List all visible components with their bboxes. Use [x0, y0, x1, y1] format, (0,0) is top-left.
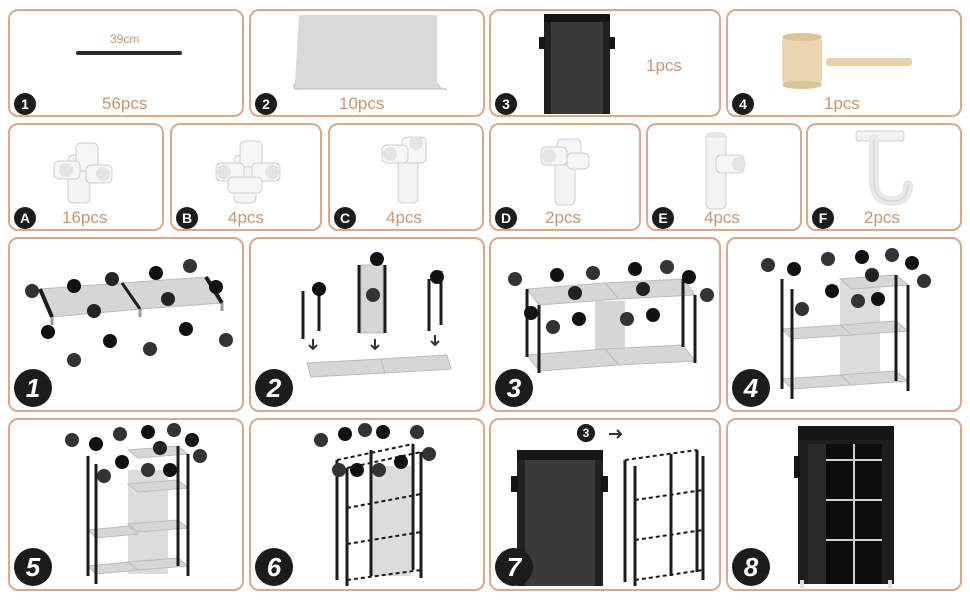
connector-panel-E: E 4pcs [646, 123, 802, 231]
connector-panel-A: A 16pcs [8, 123, 164, 231]
part-qty: 1pcs [824, 94, 860, 113]
step-number-badge: 8 [732, 548, 770, 586]
connector-qty: 4pcs [228, 208, 264, 227]
connector-panel-F: F 2pcs [806, 123, 962, 231]
step4-illustration [761, 248, 931, 399]
connector-qty: 16pcs [62, 208, 108, 227]
connector-qty: 4pcs [704, 208, 740, 227]
step-panel-7: 3 7 [489, 418, 721, 591]
step-panel-4: 4 [726, 237, 962, 412]
connector-a-image [53, 142, 113, 204]
step-panel-5: 5 [8, 418, 244, 591]
connector-badge: F [812, 207, 834, 229]
step-number-badge: 2 [255, 369, 293, 407]
connector-e-image [705, 132, 746, 210]
step-panel-2: 2 [249, 237, 485, 412]
step-number-badge: 7 [495, 548, 533, 586]
connector-panel-B: B 4pcs [170, 123, 322, 231]
part-badge: 4 [732, 93, 754, 115]
step-number-badge: 1 [14, 369, 52, 407]
step6-illustration [314, 423, 436, 586]
step7-part-badge: 3 [577, 424, 595, 442]
step-number-badge: 5 [14, 548, 52, 586]
step8-illustration [794, 426, 894, 588]
connector-badge: A [14, 207, 36, 229]
step7-illustration [511, 429, 705, 586]
connector-panel-D: D 2pcs [489, 123, 641, 231]
step-panel-1: 1 [8, 237, 244, 412]
part-badge: 2 [255, 93, 277, 115]
hook-image [855, 130, 913, 207]
step1-illustration [25, 259, 233, 367]
part-panel-3: 3 1pcs [489, 9, 721, 117]
step5-illustration [65, 423, 207, 584]
rod-image [76, 51, 182, 55]
cover-image [539, 14, 615, 114]
part-qty: 10pcs [339, 94, 385, 113]
part-badge: 1 [14, 93, 36, 115]
connector-badge: B [176, 207, 198, 229]
connector-badge: D [495, 207, 517, 229]
connector-qty: 2pcs [545, 208, 581, 227]
step-panel-3: 3 [489, 237, 721, 412]
connector-badge: C [334, 207, 356, 229]
connector-qty: 4pcs [386, 208, 422, 227]
step-number-badge: 4 [732, 369, 770, 407]
mallet-image [782, 33, 912, 89]
step-panel-8: 8 [726, 418, 962, 591]
step-panel-6: 6 [249, 418, 485, 591]
step-number-badge: 6 [255, 548, 293, 586]
part-qty: 56pcs [102, 94, 148, 113]
part-badge: 3 [495, 93, 517, 115]
part-panel-4: 4 1pcs [726, 9, 962, 117]
step2-illustration [301, 252, 452, 378]
step-number-badge: 3 [495, 369, 533, 407]
connector-panel-C: C 4pcs [328, 123, 484, 231]
connector-c-image [381, 136, 427, 204]
connector-badge: E [652, 207, 674, 229]
shelf-panel-image [293, 15, 448, 90]
part-qty: 1pcs [646, 56, 682, 75]
step3-illustration [508, 260, 714, 373]
part-panel-2: 2 10pcs [249, 9, 485, 117]
connector-b-image [215, 140, 281, 204]
connector-qty: 2pcs [864, 208, 900, 227]
rod-length-label: 39cm [110, 32, 140, 46]
connector-d-image [540, 138, 590, 206]
part-panel-1: 39cm 1 56pcs [8, 9, 244, 117]
